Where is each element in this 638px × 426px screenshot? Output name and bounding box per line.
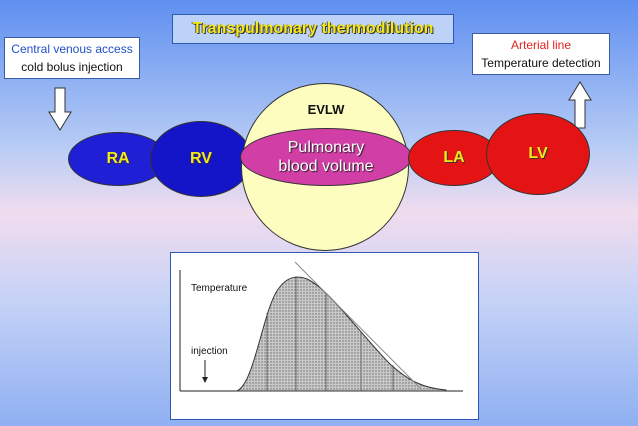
injection-arrowhead-icon: [202, 377, 208, 383]
la-label: LA: [443, 149, 465, 166]
cold-bolus-label: cold bolus injection: [21, 60, 123, 74]
arterial-line-box: Arterial line Temperature detection: [472, 33, 610, 75]
thermodilution-curve: Temperature injection: [179, 261, 463, 392]
ra-label: RA: [106, 150, 130, 167]
central-venous-label: Central venous access: [11, 42, 133, 56]
pbv-line1: Pulmonary: [287, 139, 365, 156]
left-ventricle: LV: [486, 113, 590, 195]
title-box: Transpulmonary thermodilution: [172, 14, 454, 44]
thermodilution-curve-box: Temperature injection: [170, 252, 479, 420]
central-venous-box: Central venous access cold bolus injecti…: [4, 37, 140, 79]
left-atrium: LA: [408, 130, 500, 186]
right-ventricle: RV: [150, 121, 252, 197]
lv-label: LV: [528, 145, 548, 162]
pbv-line2: blood volume: [278, 158, 374, 175]
up-arrow-icon: [568, 81, 592, 129]
down-arrow-icon: [48, 87, 72, 131]
evlw-label: EVLW: [307, 102, 345, 117]
tangent-line: [294, 261, 422, 390]
temperature-detection-label: Temperature detection: [481, 56, 601, 70]
title-text: Transpulmonary thermodilution: [192, 20, 434, 37]
pulmonary-blood-volume: Pulmonary blood volume: [240, 128, 412, 186]
injection-label: injection: [191, 346, 228, 357]
arterial-line-label: Arterial line: [510, 38, 572, 52]
temperature-curve-area: [236, 276, 447, 392]
temperature-label: Temperature: [191, 283, 248, 294]
rv-label: RV: [190, 150, 212, 167]
